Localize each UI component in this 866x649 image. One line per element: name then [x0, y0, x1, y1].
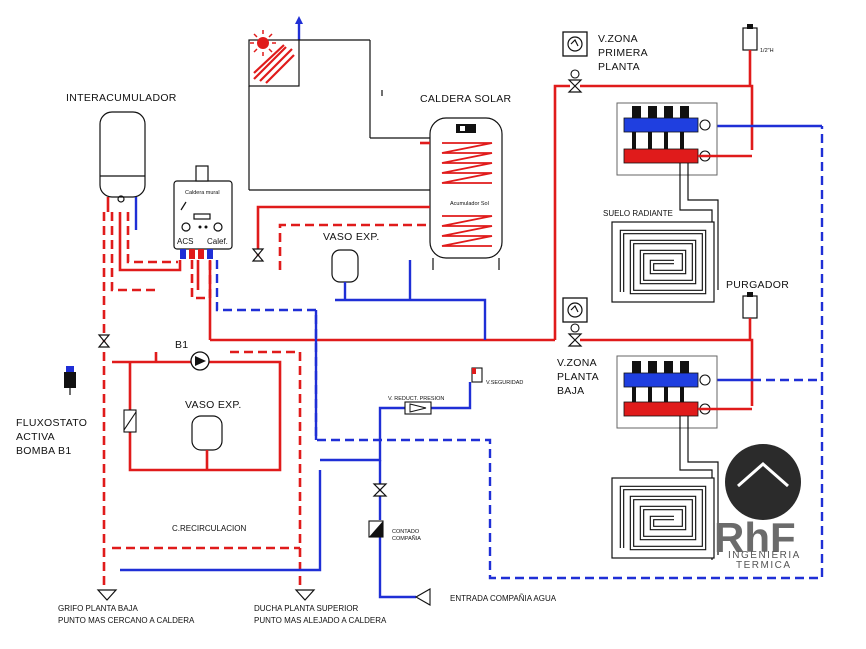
logo-main-text: RhF — [714, 514, 796, 561]
acumulador-small-label: Acumulador Sol — [450, 201, 489, 207]
thermostat-icon — [562, 297, 588, 323]
contado-line1: CONTADO — [392, 529, 420, 535]
grifo-line2: PUNTO MAS CERCANO A CALDERA — [58, 616, 195, 625]
valve-icon — [97, 334, 111, 348]
hot-pipes — [102, 84, 754, 590]
manifold-baja — [616, 355, 752, 560]
v-seguridad-label: V.SEGURIDAD — [486, 380, 523, 386]
reduct-presion-icon — [404, 401, 432, 415]
caldera-mural: Caldera mural ACS Calef. — [173, 165, 233, 259]
vaso-exp-top-label: VASO EXP. — [323, 231, 380, 243]
manifold-primera — [616, 102, 752, 300]
acs-label: ACS — [177, 237, 193, 246]
zona-primera: V.ZONA PRIMERA PLANTA — [562, 31, 648, 93]
cold-pipes — [120, 124, 824, 599]
solar-collector — [248, 16, 430, 191]
rhf-logo: RhF INGENIERIA TERMICA — [714, 444, 801, 571]
contado-line2: COMPAÑIA — [392, 535, 421, 542]
zona-baja-line3: BAJA — [557, 385, 584, 397]
suelo-radiante-baja — [611, 477, 715, 559]
zona-baja: V.ZONA PLANTA BAJA — [557, 297, 599, 397]
interacumulador: INTERACUMULADOR — [66, 92, 177, 212]
fluxostato-line2: ACTIVA — [16, 431, 55, 443]
valves — [64, 248, 483, 606]
fluxostato-line1: FLUXOSTATO — [16, 417, 87, 429]
caldera-solar-label: CALDERA SOLAR — [420, 93, 512, 105]
purgador-baja: PURGADOR — [726, 279, 789, 340]
fluxostato-icon — [64, 366, 76, 395]
sun-icon — [250, 30, 276, 56]
c-recirculacion-label: C.RECIRCULACION — [172, 524, 246, 533]
fluxostato-line3: BOMBA B1 — [16, 445, 72, 457]
vaso-exp-bottom: VASO EXP. — [185, 399, 242, 470]
suelo-radiante-primera: SUELO RADIANTE — [603, 209, 715, 303]
zona-primera-line1: V.ZONA — [598, 33, 638, 45]
zona-baja-line1: V.ZONA — [557, 357, 597, 369]
valve-icon — [251, 248, 265, 262]
caldera-solar-tank: CALDERA SOLAR Acumulador Sol — [420, 93, 512, 270]
purgador-top: 1/2"H — [742, 24, 774, 86]
zona-baja-line2: PLANTA — [557, 371, 599, 383]
check-valve-icon — [123, 409, 137, 433]
b1-label: B1 — [175, 339, 188, 351]
seguridad-valve-icon — [471, 367, 483, 383]
ducha-line1: DUCHA PLANTA SUPERIOR — [254, 604, 359, 613]
grifo-line1: GRIFO PLANTA BAJA — [58, 604, 139, 613]
entrada-arrow-icon — [414, 588, 431, 606]
ducha-line2: PUNTO MAS ALEJADO A CALDERA — [254, 616, 387, 625]
calef-label: Calef. — [207, 237, 228, 246]
valve-icon — [372, 483, 388, 497]
purgador-label: PURGADOR — [726, 279, 789, 291]
thermostat-icon — [562, 31, 588, 57]
zona-primera-line3: PLANTA — [598, 61, 640, 73]
logo-line1: INGENIERIA — [728, 550, 801, 561]
entrada-compania-label: ENTRADA COMPAÑIA AGUA — [450, 594, 557, 603]
v-reduct-presion-label: V. REDUCT. PRESION — [388, 396, 444, 402]
purgador-small-label: 1/2"H — [760, 48, 774, 54]
tap-grifo — [96, 589, 118, 601]
tap-ducha — [294, 589, 316, 601]
caldera-mural-label: Caldera mural — [185, 190, 220, 196]
vaso-exp-bottom-label: VASO EXP. — [185, 399, 242, 411]
interacumulador-label: INTERACUMULADOR — [66, 92, 177, 104]
meter-icon — [368, 520, 384, 538]
suelo-radiante-label: SUELO RADIANTE — [603, 209, 673, 218]
zona-primera-line2: PRIMERA — [598, 47, 648, 59]
logo-line2: TERMICA — [736, 560, 792, 571]
vaso-exp-top: VASO EXP. — [323, 231, 380, 300]
